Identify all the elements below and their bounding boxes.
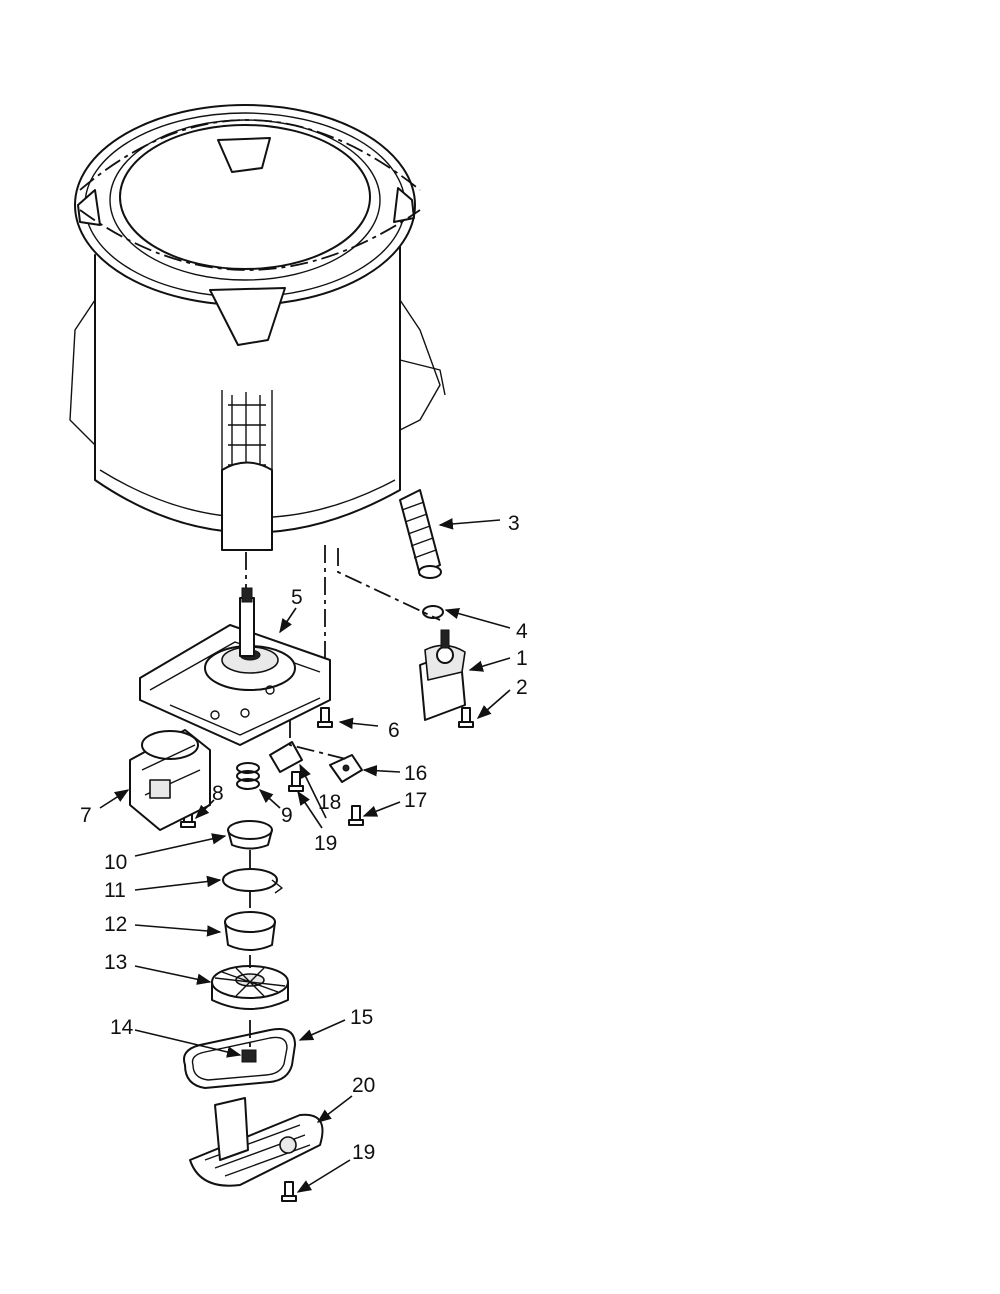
part-18-capacitor [269, 741, 303, 773]
part-19-screw-upper [288, 771, 304, 792]
callout-10: 10 [104, 851, 127, 874]
callout-19-lower: 19 [352, 1141, 375, 1164]
callout-9: 9 [281, 804, 293, 827]
part-13-pulley [211, 965, 289, 1010]
callout-2: 2 [516, 676, 528, 699]
callout-14: 14 [110, 1016, 134, 1039]
callout-11: 11 [104, 879, 126, 902]
part-1-pump [419, 629, 466, 721]
part-4-clamp [422, 605, 444, 619]
callout-labels: 3 4 1 2 5 6 7 8 9 10 11 12 13 14 15 16 1… [80, 512, 528, 1164]
outer-tub [69, 104, 446, 700]
part-11-clutch-band [222, 868, 283, 894]
callout-4: 4 [516, 620, 528, 643]
part-5-gearcase-plate [139, 587, 331, 746]
part-6-screw [317, 707, 333, 728]
callout-20: 20 [352, 1074, 375, 1097]
callout-6: 6 [388, 719, 400, 742]
callout-13: 13 [104, 951, 127, 974]
part-17-screw [348, 805, 364, 826]
part-16-actuator [329, 754, 363, 783]
part-19-screw-lower [281, 1181, 297, 1202]
callout-12: 12 [104, 913, 127, 936]
leader-lines [99, 518, 511, 1193]
callout-8: 8 [212, 782, 224, 805]
part-10-bearing [227, 820, 273, 850]
part-14-nut [241, 1049, 257, 1063]
callout-18: 18 [318, 791, 341, 814]
callout-19-upper: 19 [314, 832, 337, 855]
part-7-motor [129, 729, 211, 831]
callout-3: 3 [508, 512, 520, 535]
part-3-drain-hose [399, 489, 442, 579]
callout-15: 15 [350, 1006, 373, 1029]
part-9-spring [236, 762, 260, 790]
callout-7: 7 [80, 804, 92, 827]
part-12-clutch-housing [224, 911, 276, 951]
callout-16: 16 [404, 762, 427, 785]
callout-1: 1 [516, 647, 528, 670]
part-15-belt [183, 1028, 296, 1089]
part-20-drive-cover [189, 1097, 324, 1187]
callout-5: 5 [291, 586, 303, 609]
part-2-screw [458, 707, 474, 728]
callout-17: 17 [404, 789, 427, 812]
